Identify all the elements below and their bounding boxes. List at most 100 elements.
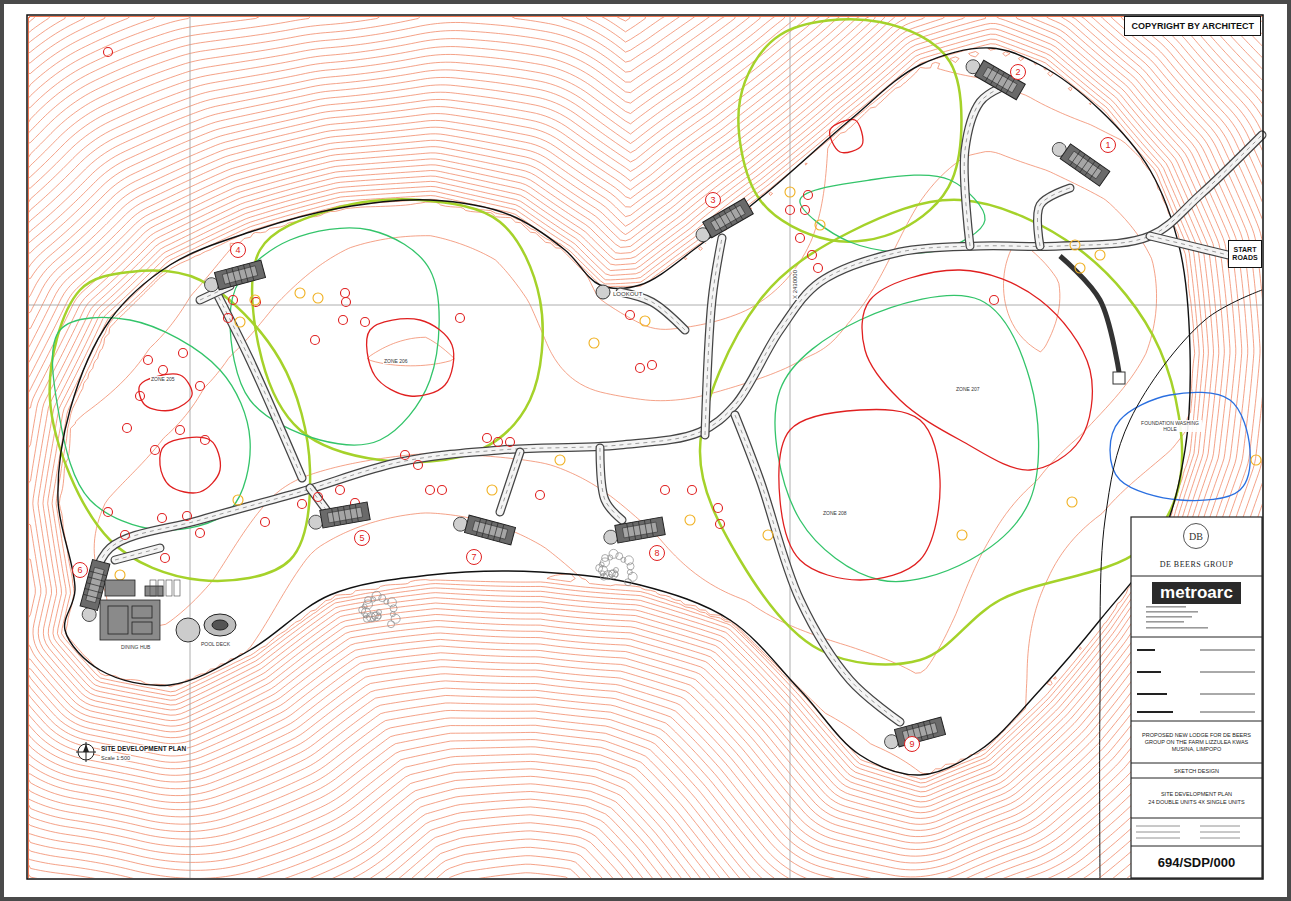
- pool-deck: [212, 620, 228, 630]
- unit-detail: [482, 520, 487, 537]
- tree-marker: [104, 48, 113, 57]
- contour-line: [28, 16, 1262, 878]
- title-rule: [1131, 818, 1262, 819]
- copyright-box: COPYRIGHT BY ARCHITECT: [1124, 16, 1261, 36]
- contour-line: [28, 16, 1262, 878]
- architect-logo-panel: metroarc: [1131, 577, 1262, 636]
- road: [88, 88, 1262, 722]
- title-rule: [1131, 763, 1262, 764]
- contour-line: [28, 16, 1262, 878]
- road-centre: [88, 135, 1262, 595]
- contour-line: [28, 16, 1262, 878]
- contour-line: [28, 16, 1262, 878]
- title-rule: [1131, 576, 1262, 577]
- tree-marker: [235, 317, 245, 327]
- contour-line: [28, 16, 1262, 878]
- zone-outline: [367, 319, 454, 396]
- tree-marker: [179, 349, 188, 358]
- contour-line: [28, 16, 1262, 878]
- zone-outline: [50, 19, 1251, 664]
- callout-number: 4: [230, 242, 246, 258]
- contour-line: [28, 16, 1262, 878]
- road-surface: [1150, 236, 1228, 255]
- contour-line: [28, 16, 1262, 878]
- tree-canopy: [627, 563, 634, 570]
- lookout-label: LOOKOUT: [612, 291, 643, 297]
- contour-line: [94, 152, 1156, 674]
- unit-detail: [83, 594, 100, 599]
- zone-outline: [830, 119, 863, 152]
- lodge-unit: [202, 260, 266, 293]
- project-title: PROPOSED NEW LODGE FOR DE BEERS GROUP ON…: [1131, 722, 1262, 763]
- tree-marker: [661, 486, 670, 495]
- revision-line: [1200, 650, 1255, 651]
- issue-line: [1200, 838, 1240, 839]
- contour-line: [28, 16, 1262, 878]
- road-centre: [705, 238, 722, 435]
- tree-marker: [636, 364, 645, 373]
- unit-detail: [1001, 75, 1010, 91]
- unit-detail: [638, 521, 641, 539]
- road-edge: [215, 290, 302, 478]
- contour-line: [28, 16, 1262, 878]
- tree-marker: [233, 495, 243, 505]
- tree-marker: [123, 424, 132, 433]
- contour-line: [33, 16, 1224, 802]
- revision-mark: [1137, 693, 1167, 695]
- tree-marker: [361, 318, 370, 327]
- tree-marker: [1251, 455, 1261, 465]
- issue-line: [1200, 826, 1240, 827]
- callout-number-text: 9: [909, 740, 914, 749]
- revision-line: [1200, 712, 1255, 713]
- zone-outline: [52, 317, 250, 530]
- callout-number-text: 7: [471, 553, 476, 562]
- unit-core: [711, 205, 745, 231]
- road-centre: [964, 88, 1000, 246]
- tree-marker: [115, 570, 125, 580]
- unit-detail: [650, 519, 653, 537]
- contour-line: [38, 23, 1219, 796]
- revision-mark: [1137, 711, 1173, 713]
- tree-marker: [536, 491, 545, 500]
- tree-marker: [438, 486, 447, 495]
- contour-line: [28, 16, 1262, 878]
- dining-hub: [105, 580, 135, 596]
- client-logo-text: DB: [1189, 531, 1203, 542]
- unit-detail: [644, 520, 647, 538]
- callout-number: 5: [354, 530, 370, 546]
- tree-marker: [487, 485, 497, 495]
- tree-canopy: [388, 621, 395, 628]
- dining-hub: [132, 622, 152, 634]
- callout-number: 8: [649, 545, 665, 561]
- callout-number: 7: [466, 549, 482, 565]
- tree-marker: [506, 438, 515, 447]
- address-line: [1146, 606, 1186, 608]
- contour-line: [28, 16, 1262, 878]
- service-road: [1060, 256, 1120, 378]
- road-surface: [115, 548, 160, 560]
- zone-outline: [700, 200, 1182, 665]
- unit-detail: [1006, 78, 1015, 94]
- zone-outline: [50, 271, 310, 581]
- road-surface: [88, 135, 1262, 595]
- tree-canopy: [621, 557, 626, 562]
- site-boundary: [58, 48, 1262, 878]
- unit-roof: [615, 517, 665, 543]
- tree-marker: [685, 515, 695, 525]
- lodge-unit: [602, 517, 665, 545]
- parking-bay: [158, 580, 164, 596]
- contour-line: [28, 16, 1262, 878]
- tree-marker: [640, 316, 650, 326]
- building-label: POOL DECK: [200, 641, 231, 647]
- callout-number: 3: [705, 192, 721, 208]
- unit-roof: [975, 60, 1026, 100]
- unit-detail: [718, 213, 727, 229]
- road-edge: [1150, 236, 1228, 255]
- pool: [176, 618, 200, 642]
- contour-line: [28, 16, 1248, 824]
- callout-number-text: 2: [1015, 68, 1020, 77]
- contour-line: [28, 16, 1242, 818]
- tree-marker: [1067, 497, 1077, 507]
